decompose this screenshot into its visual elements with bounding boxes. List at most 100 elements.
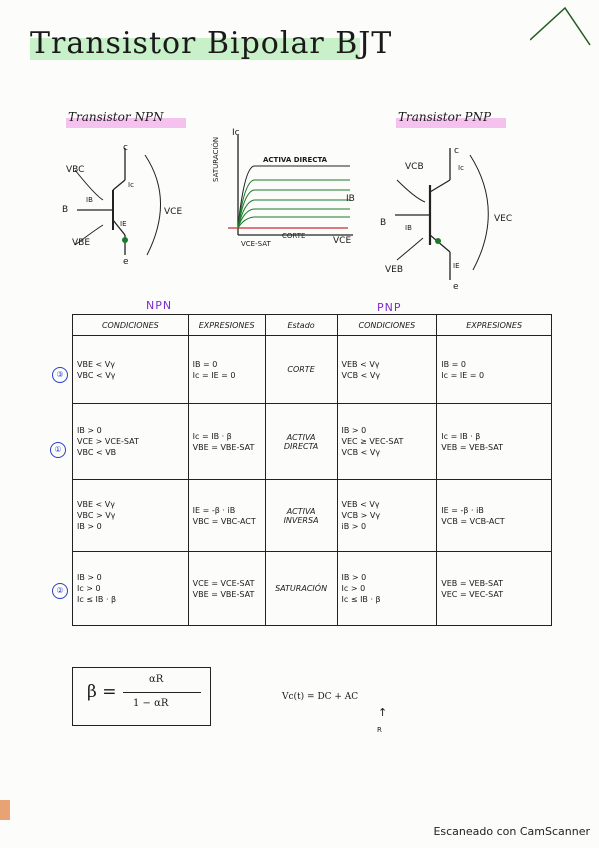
condition: VBE < Vγ xyxy=(77,359,116,369)
expression: VBE = VBE-SAT xyxy=(192,442,255,452)
pnp-conditions-cell: IB > 0 Ic > 0 Ic ≤ IB · β xyxy=(336,551,438,626)
condition: Ic ≤ IB · β xyxy=(77,595,117,604)
title-highlight xyxy=(30,38,360,60)
npn-conditions-cell: VBE < Vγ VBC > Vγ IB > 0 xyxy=(72,479,189,552)
condition: IB > 0 xyxy=(77,573,102,582)
npn-e-label: e xyxy=(123,257,129,267)
row-marker: ① xyxy=(50,442,66,458)
npn-vce-label: VCE xyxy=(164,207,183,217)
graph-vsat-label: VCE-SAT xyxy=(241,240,271,248)
expression: IE = -β · iB xyxy=(441,505,484,515)
beta-formula-box: β = αR 1 − αR xyxy=(72,667,211,726)
table-row: IB > 0 VCE > VCE-SAT VBC < VB Ic = IB · … xyxy=(72,403,552,480)
pnp-b-label: B xyxy=(380,218,387,228)
expression: VEB = VEB-SAT xyxy=(441,578,503,588)
condition: VBC > Vγ xyxy=(77,511,116,520)
npn-b-label: B xyxy=(62,205,69,215)
condition: IB > 0 xyxy=(77,426,102,435)
npn-c-label: c xyxy=(123,143,128,153)
graph-ic-label: Ic xyxy=(232,128,240,138)
npn-conditions-cell: IB > 0 Ic > 0 Ic ≤ IB · β xyxy=(72,551,189,626)
npn-conditions-cell: IB > 0 VCE > VCE-SAT VBC < VB xyxy=(72,403,189,480)
npn-transistor-diagram xyxy=(74,148,161,256)
pnp-expressions-cell: Ic = IB · β VEB = VEB-SAT xyxy=(436,403,552,480)
graph-saturation-label: SATURACIÓN xyxy=(212,136,220,182)
graph-cut-label: CORTE xyxy=(282,232,306,240)
pnp-transistor-diagram xyxy=(395,148,489,280)
pnp-ib-label: IB xyxy=(405,224,412,232)
fraction-bar xyxy=(123,692,201,693)
pnp-expressions-cell: VEB = VEB-SAT VEC = VEC-SAT xyxy=(436,551,552,626)
condition: VBC < Vγ xyxy=(77,370,116,380)
table-header: Estado xyxy=(264,314,338,336)
expression: VEC = VEC-SAT xyxy=(441,589,504,599)
formula-numerator: αR xyxy=(149,674,164,685)
expression: IB = 0 xyxy=(192,359,218,369)
pnp-conditions-cell: VEB < Vγ VCB > Vγ iB > 0 xyxy=(336,479,438,552)
npn-ie-label: IE xyxy=(120,220,127,228)
formula-lhs: β = xyxy=(87,682,117,702)
expression: VCB = VCB-ACT xyxy=(441,516,505,526)
condition: Ic ≤ IB · β xyxy=(341,595,381,604)
npn-ic-label: Ic xyxy=(128,181,134,189)
expression: VBE = VBE-SAT xyxy=(192,589,255,599)
pnp-ic-label: Ic xyxy=(458,164,464,172)
npn-conditions-cell: VBE < Vγ VBC < Vγ xyxy=(72,335,189,404)
pnp-ie-label: IE xyxy=(453,262,460,270)
condition: VEB < Vγ xyxy=(341,359,380,369)
condition: VCE > VCE-SAT xyxy=(77,437,139,446)
table-row: VBE < Vγ VBC < Vγ IB = 0 Ic = IE = 0 COR… xyxy=(72,335,552,404)
graph-vce-label: VCE xyxy=(333,236,352,246)
table-row: VBE < Vγ VBC > Vγ IB > 0 IE = -β · iB VB… xyxy=(72,479,552,552)
state-cell: ACTIVA DIRECTA xyxy=(264,403,338,480)
expression: Ic = IE = 0 xyxy=(192,370,236,380)
table-header: EXPRESIONES xyxy=(436,314,552,336)
condition: IB > 0 xyxy=(341,573,367,582)
pnp-vcb-label: VCB xyxy=(405,162,424,172)
arrow-up-icon: ↑ xyxy=(378,706,388,719)
npn-expressions-cell: IB = 0 Ic = IE = 0 xyxy=(187,335,266,404)
expression: Ic = IB · β xyxy=(192,431,232,441)
table-header: CONDICIONES xyxy=(336,314,438,336)
pnp-expressions-cell: IB = 0 Ic = IE = 0 xyxy=(436,335,552,404)
npn-expressions-cell: IE = -β · iB VBC = VBC-ACT xyxy=(187,479,266,552)
pnp-conditions-cell: VEB < Vγ VCB < Vγ xyxy=(336,335,438,404)
table-header: EXPRESIONES xyxy=(187,314,266,336)
table-header: CONDICIONES xyxy=(72,314,189,336)
expression: VBC = VBC-ACT xyxy=(192,516,256,526)
row-marker: ② xyxy=(52,583,68,599)
pnp-subtitle: Transistor PNP xyxy=(398,110,492,124)
condition: VEB < Vγ xyxy=(341,500,380,509)
condition: iB > 0 xyxy=(341,522,367,531)
condition: VCB > Vγ xyxy=(341,511,381,520)
condition: VBE < Vγ xyxy=(77,500,116,509)
npn-vbc-label: VBC xyxy=(66,165,85,175)
expression: Ic = IE = 0 xyxy=(441,370,485,380)
expression: VEB = VEB-SAT xyxy=(441,442,503,452)
condition: VEC ≥ VEC-SAT xyxy=(341,437,404,446)
graph-ib-arrow: IB xyxy=(346,194,355,204)
condition: IB > 0 xyxy=(77,522,102,531)
state-cell: CORTE xyxy=(264,335,338,404)
expression: IE = -β · iB xyxy=(192,505,236,515)
pnp-column-header: PNP xyxy=(377,301,402,314)
note-r-label: R xyxy=(377,726,382,734)
characteristic-curves-graph xyxy=(228,135,353,236)
condition: VCB < Vγ xyxy=(341,448,381,457)
npn-expressions-cell: VCE = VCE-SAT VBE = VBE-SAT xyxy=(187,551,266,626)
pnp-c-label: c xyxy=(454,146,459,156)
state-cell: ACTIVA INVERSA xyxy=(264,479,338,552)
state-cell: SATURACIÓN xyxy=(264,551,338,626)
condition: IB > 0 xyxy=(341,426,367,435)
expression: VCE = VCE-SAT xyxy=(192,578,255,588)
expression: Ic = IB · β xyxy=(441,431,481,441)
pnp-vec-label: VEC xyxy=(494,214,513,224)
pnp-subtitle-highlight xyxy=(396,118,506,128)
npn-ib-label: IB xyxy=(86,196,93,204)
pnp-expressions-cell: IE = -β · iB VCB = VCB-ACT xyxy=(436,479,552,552)
edge-mark xyxy=(0,800,10,820)
row-marker: ③ xyxy=(52,367,68,383)
formula-denominator: 1 − αR xyxy=(133,698,169,709)
condition: Ic > 0 xyxy=(341,584,366,593)
npn-column-header: NPN xyxy=(146,299,173,312)
